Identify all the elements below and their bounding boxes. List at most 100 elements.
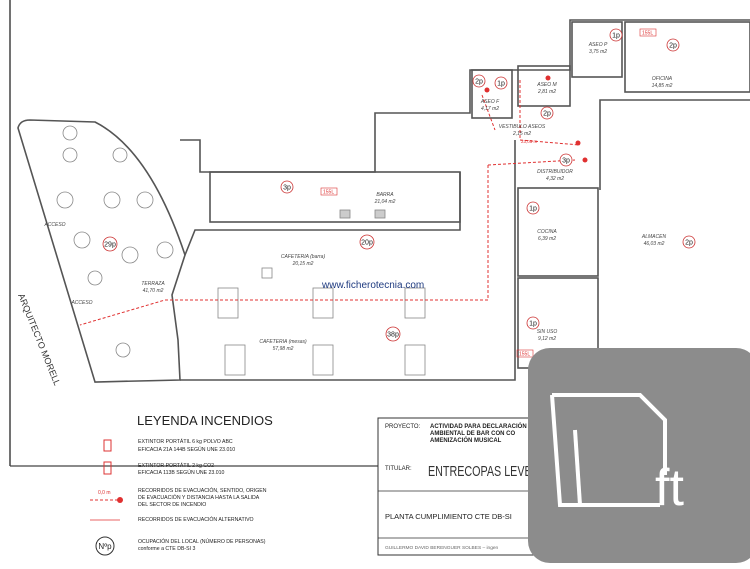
aseo-p-room bbox=[571, 21, 623, 78]
svg-text:21,04 m2: 21,04 m2 bbox=[374, 199, 396, 205]
svg-text:RECORRIDOS DE EVACUACIÓN ALTER: RECORRIDOS DE EVACUACIÓN ALTERNATIVO bbox=[138, 516, 254, 523]
legend-title: LEYENDA INCENDIOS bbox=[137, 413, 273, 428]
svg-text:57,98 m2: 57,98 m2 bbox=[273, 346, 294, 352]
svg-text:3,75 m2: 3,75 m2 bbox=[589, 49, 607, 55]
svg-text:TITULAR:: TITULAR: bbox=[385, 466, 412, 472]
occupancy-marker: 1p bbox=[526, 316, 540, 330]
svg-text:EXTINTOR PORTÁTIL 2 kg CO2: EXTINTOR PORTÁTIL 2 kg CO2 bbox=[138, 462, 214, 469]
svg-text:OFICINA: OFICINA bbox=[652, 76, 673, 82]
svg-text:EXTINTOR PORTÁTIL 6 kg POLVO A: EXTINTOR PORTÁTIL 6 kg POLVO ABC bbox=[138, 438, 233, 445]
svg-text:EFICACIA 113B SEGÚN UNE 23.010: EFICACIA 113B SEGÚN UNE 23.010 bbox=[138, 469, 225, 476]
svg-text:DISTRIBUIDOR: DISTRIBUIDOR bbox=[537, 169, 573, 175]
svg-text:2,81 m2: 2,81 m2 bbox=[537, 89, 556, 95]
street-name: ARQUITECTO MORELL bbox=[16, 292, 62, 387]
ficherotecnia-logo: ft bbox=[528, 348, 750, 563]
svg-text:9,12 m2: 9,12 m2 bbox=[538, 336, 556, 342]
svg-text:PROYECTO:: PROYECTO: bbox=[385, 424, 421, 430]
evacuation-route-secondary bbox=[481, 80, 581, 166]
svg-text:1p: 1p bbox=[529, 206, 537, 213]
aseo-m-room bbox=[517, 65, 571, 107]
svg-text:PLANTA CUMPLIMIENTO CTE DB-SI: PLANTA CUMPLIMIENTO CTE DB-SI bbox=[385, 512, 512, 521]
svg-text:3p: 3p bbox=[283, 185, 291, 192]
svg-text:conforme a CTE DB-SI 3: conforme a CTE DB-SI 3 bbox=[138, 546, 195, 552]
occupancy-marker: 20p bbox=[359, 234, 375, 250]
occupancy-marker: 1p bbox=[526, 201, 540, 215]
svg-text:155L: 155L bbox=[642, 31, 653, 37]
svg-text:GUILLERMO DAVID BERENGUER SOLB: GUILLERMO DAVID BERENGUER SOLBES – ingen bbox=[385, 545, 499, 551]
svg-text:Nºp: Nºp bbox=[98, 542, 112, 551]
svg-text:4,17 m2: 4,17 m2 bbox=[481, 106, 499, 112]
svg-text:ACCESO: ACCESO bbox=[43, 222, 65, 228]
svg-text:38p: 38p bbox=[387, 332, 399, 339]
watermark-url: www.ficherotecnia.com bbox=[321, 280, 424, 291]
svg-text:ENTRECOPAS LEVENT: ENTRECOPAS LEVENT bbox=[428, 463, 546, 480]
svg-text:SIN USO: SIN USO bbox=[537, 329, 558, 335]
svg-text:0,0 m: 0,0 m bbox=[98, 490, 111, 496]
svg-text:ALMACEN: ALMACEN bbox=[641, 234, 667, 240]
svg-text:BARRA: BARRA bbox=[376, 192, 394, 198]
aseo-f-room bbox=[471, 69, 513, 119]
legend: LEYENDA INCENDIOS EXTINTOR PORTÁTIL 6 kg… bbox=[90, 413, 273, 556]
almacen-wall bbox=[599, 99, 750, 190]
svg-text:DE EVACUACIÓN Y DISTANCIA HAST: DE EVACUACIÓN Y DISTANCIA HASTA LA SALID… bbox=[138, 494, 260, 501]
svg-text:3p: 3p bbox=[562, 158, 570, 165]
svg-text:4,32 m2: 4,32 m2 bbox=[546, 176, 564, 182]
main-wall-bottom bbox=[180, 140, 516, 381]
title-block: PROYECTO: ACTIVIDAD PARA DECLARACIÓN AMB… bbox=[377, 417, 551, 556]
evacuation-origins bbox=[484, 75, 588, 163]
svg-text:20p: 20p bbox=[361, 240, 373, 247]
svg-text:41,70 m2: 41,70 m2 bbox=[143, 288, 164, 294]
svg-text:ft: ft bbox=[655, 459, 684, 517]
main-wall-top bbox=[180, 19, 750, 173]
svg-text:1p: 1p bbox=[612, 33, 620, 40]
occupancy-symbol-icon bbox=[95, 536, 115, 556]
distance-label: 23,05 m bbox=[521, 139, 538, 144]
extinguisher-abc-icon bbox=[103, 439, 112, 452]
svg-text:2p: 2p bbox=[685, 240, 693, 247]
occupancy-marker: 1p bbox=[609, 28, 623, 42]
occupancy-markers: 3p 29p 20p 38p 1p 2p 1p 2p 1p 2p 1p 2p 3… bbox=[102, 28, 696, 342]
bar-counter bbox=[209, 171, 461, 223]
svg-text:ACTIVIDAD PARA DECLARACIÓN: ACTIVIDAD PARA DECLARACIÓN bbox=[430, 422, 527, 430]
svg-text:29p: 29p bbox=[104, 242, 116, 249]
svg-text:RECORRIDOS DE EVACUACIÓN, SENT: RECORRIDOS DE EVACUACIÓN, SENTIDO, ORIGE… bbox=[138, 487, 267, 494]
svg-text:TERRAZA: TERRAZA bbox=[141, 281, 165, 287]
bar-front-wall bbox=[184, 172, 461, 256]
occupancy-marker: 2p bbox=[682, 235, 696, 249]
svg-text:155L: 155L bbox=[323, 190, 334, 196]
oficina-room bbox=[624, 21, 750, 93]
svg-text:AMENIZACIÓN MUSICAL: AMENIZACIÓN MUSICAL bbox=[430, 436, 502, 444]
svg-text:1p: 1p bbox=[529, 321, 537, 328]
svg-text:OCUPACIÓN DEL LOCAL (NÚMERO DE: OCUPACIÓN DEL LOCAL (NÚMERO DE PERSONAS) bbox=[138, 538, 266, 545]
svg-text:DEL SECTOR DE INCENDIO: DEL SECTOR DE INCENDIO bbox=[138, 502, 206, 508]
furniture bbox=[56, 125, 426, 376]
svg-text:1p: 1p bbox=[497, 81, 505, 88]
svg-text:ACCESO: ACCESO bbox=[70, 300, 92, 306]
svg-text:155L: 155L bbox=[519, 352, 530, 358]
occupancy-marker: 2p bbox=[472, 74, 486, 88]
svg-text:EFICACIA 21A 144B SEGÚN UNE 23: EFICACIA 21A 144B SEGÚN UNE 23.010 bbox=[138, 446, 235, 453]
svg-text:2p: 2p bbox=[543, 111, 551, 118]
occupancy-marker: 29p bbox=[102, 236, 118, 252]
svg-text:20,15 m2: 20,15 m2 bbox=[292, 261, 314, 267]
svg-text:CAFETERIA (barra): CAFETERIA (barra) bbox=[281, 254, 326, 260]
svg-text:AMBIENTAL DE BAR CON CO: AMBIENTAL DE BAR CON CO bbox=[430, 431, 515, 437]
cocina-room bbox=[517, 187, 599, 277]
occupancy-marker: 3p bbox=[280, 180, 294, 194]
evacuation-route bbox=[79, 165, 489, 326]
occupancy-marker: 2p bbox=[540, 106, 554, 120]
svg-text:ASEO F: ASEO F bbox=[480, 99, 500, 105]
svg-text:2p: 2p bbox=[669, 43, 677, 50]
svg-text:46,03 m2: 46,03 m2 bbox=[644, 241, 665, 247]
svg-text:COCINA: COCINA bbox=[537, 229, 557, 235]
svg-text:6,39 m2: 6,39 m2 bbox=[538, 236, 556, 242]
door-tags: 155L 155L 155L bbox=[320, 28, 657, 358]
svg-text:CAFETERIA (mesas): CAFETERIA (mesas) bbox=[259, 339, 307, 345]
occupancy-marker: 3p bbox=[559, 153, 573, 167]
occupancy-marker: 2p bbox=[666, 38, 680, 52]
occupancy-marker: 38p bbox=[385, 326, 401, 342]
svg-text:ASEO M: ASEO M bbox=[536, 82, 557, 88]
svg-text:14,85 m2: 14,85 m2 bbox=[652, 83, 673, 89]
